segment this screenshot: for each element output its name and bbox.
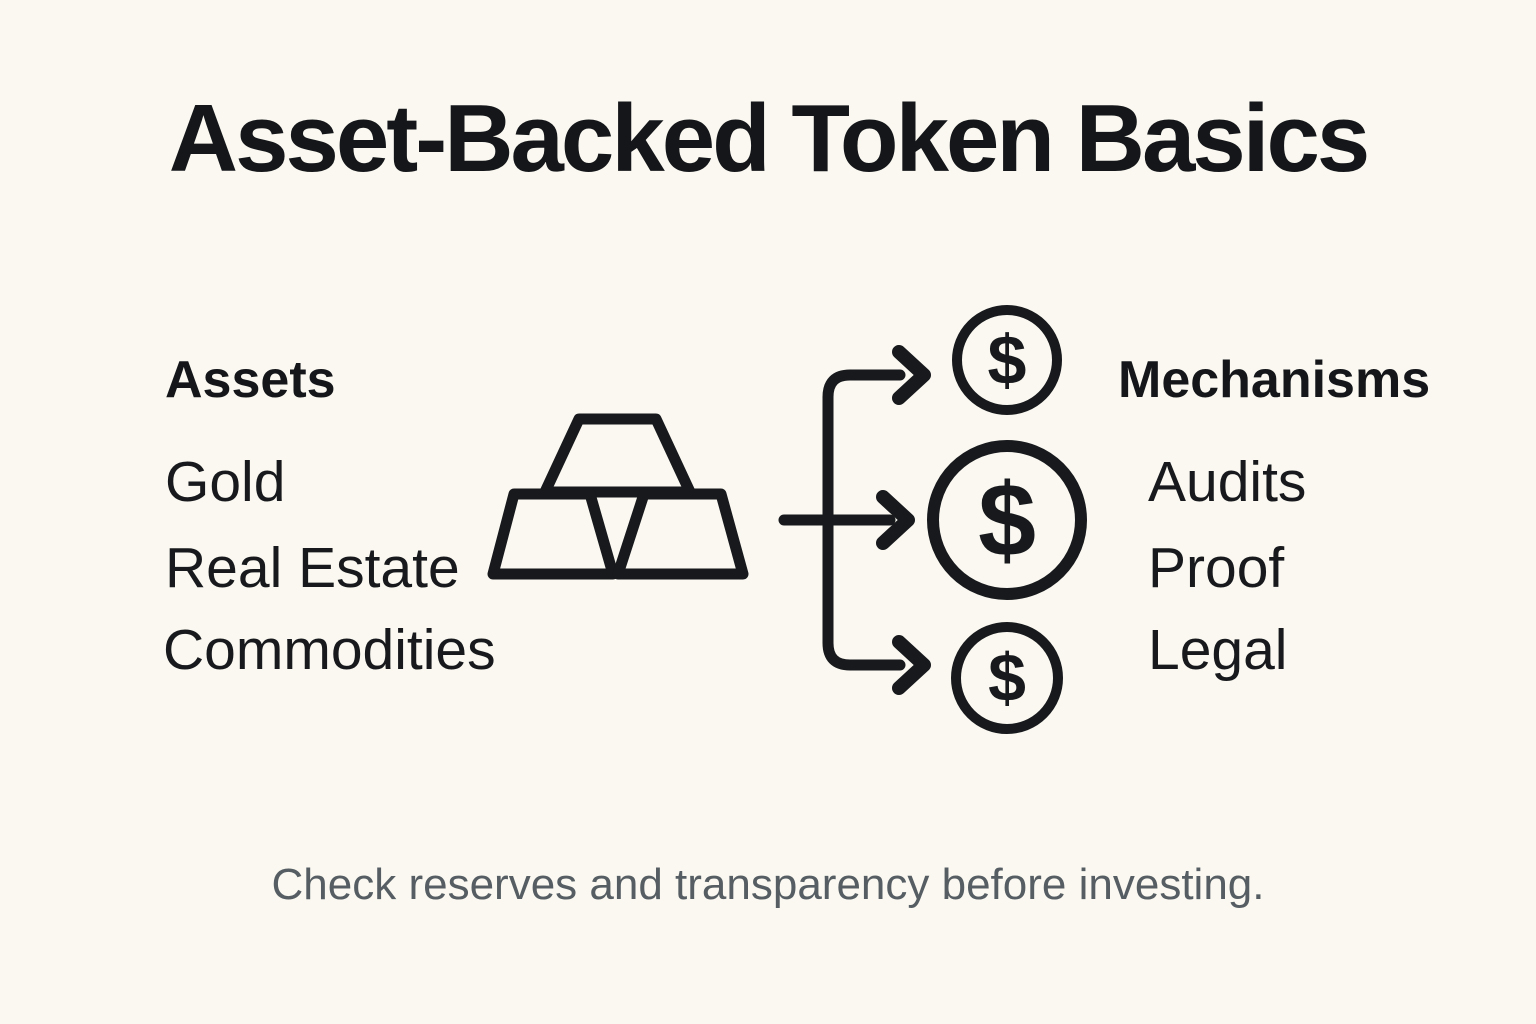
dollar-coin-bottom-icon: $ xyxy=(951,622,1063,734)
asset-item-gold: Gold xyxy=(165,450,286,514)
dollar-symbol: $ xyxy=(988,640,1026,716)
dollar-coin-middle-icon: $ xyxy=(927,440,1087,600)
dollar-symbol: $ xyxy=(978,463,1036,579)
arrowhead-top-icon xyxy=(892,345,931,405)
arrow-branch xyxy=(822,369,906,671)
dollar-coin-top-icon: $ xyxy=(952,305,1062,415)
page-title: Asset-Backed Token Basics xyxy=(168,85,1370,192)
gold-bars-icon xyxy=(487,413,749,580)
mechanism-item-audits: Audits xyxy=(1148,450,1307,514)
asset-item-commodities: Commodities xyxy=(163,618,496,682)
flow-arrows xyxy=(778,345,931,695)
footer-note: Check reserves and transparency before i… xyxy=(271,860,1265,909)
dollar-symbol: $ xyxy=(988,321,1027,399)
assets-heading: Assets xyxy=(165,351,336,409)
arrowhead-middle-icon xyxy=(876,490,915,550)
mechanisms-heading: Mechanisms xyxy=(1118,351,1431,409)
mechanism-item-legal: Legal xyxy=(1148,618,1288,682)
asset-item-real-estate: Real Estate xyxy=(165,536,460,600)
mechanism-item-proof: Proof xyxy=(1148,536,1285,600)
arrowhead-bottom-icon xyxy=(892,635,931,695)
